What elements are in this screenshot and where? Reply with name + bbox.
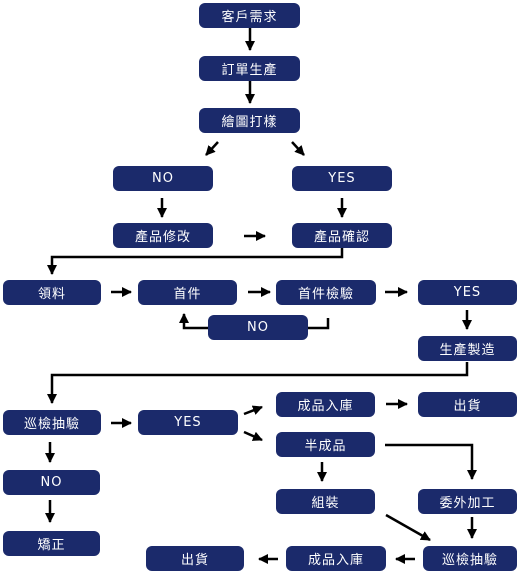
node-yes-3: YES bbox=[138, 410, 238, 435]
node-outsource-processing: 委外加工 bbox=[418, 489, 517, 514]
node-patrol-inspection-2: 巡檢抽驗 bbox=[423, 546, 517, 571]
arrow-semi-to-outsource bbox=[385, 443, 477, 480]
node-semi-finished: 半成品 bbox=[276, 432, 375, 457]
arrow-assembly-to-patrol bbox=[385, 513, 431, 542]
node-order-production: 訂單生產 bbox=[199, 56, 300, 81]
node-product-modify: 產品修改 bbox=[113, 223, 213, 248]
node-no-2: NO bbox=[208, 315, 308, 340]
node-customer-demand: 客戶需求 bbox=[199, 3, 300, 28]
arrow-manufacture-to-patrol bbox=[47, 362, 469, 404]
node-yes-2: YES bbox=[418, 280, 517, 305]
node-finished-storage-2: 成品入庫 bbox=[286, 546, 386, 571]
node-no-3: NO bbox=[3, 470, 100, 495]
node-finished-storage-1: 成品入庫 bbox=[276, 392, 375, 417]
node-first-piece-inspection: 首件檢驗 bbox=[276, 280, 376, 305]
node-product-confirm: 產品確認 bbox=[292, 223, 392, 248]
node-first-piece: 首件 bbox=[138, 280, 237, 305]
node-assembly: 組裝 bbox=[276, 489, 375, 514]
arrow-draw-to-no bbox=[205, 141, 219, 156]
arrow-no-loop-to-first bbox=[179, 313, 208, 330]
node-production-manufacture: 生產製造 bbox=[418, 336, 517, 361]
node-patrol-inspection-1: 巡檢抽驗 bbox=[3, 410, 101, 435]
node-no-1: NO bbox=[113, 166, 213, 191]
node-collect-material: 領料 bbox=[3, 280, 101, 305]
arrow-yes-to-semi bbox=[243, 430, 263, 442]
line-inspection-to-no bbox=[308, 318, 330, 330]
node-shipment-2: 出貨 bbox=[146, 546, 244, 571]
node-correction: 矯正 bbox=[3, 531, 100, 556]
node-yes-1: YES bbox=[292, 166, 392, 191]
node-shipment-1: 出貨 bbox=[418, 392, 517, 417]
arrow-draw-to-yes bbox=[291, 141, 305, 156]
arrow-yes-to-storage bbox=[243, 405, 263, 416]
arrow-confirm-to-material bbox=[47, 248, 344, 275]
node-draw-sample: 繪圖打樣 bbox=[199, 108, 300, 133]
